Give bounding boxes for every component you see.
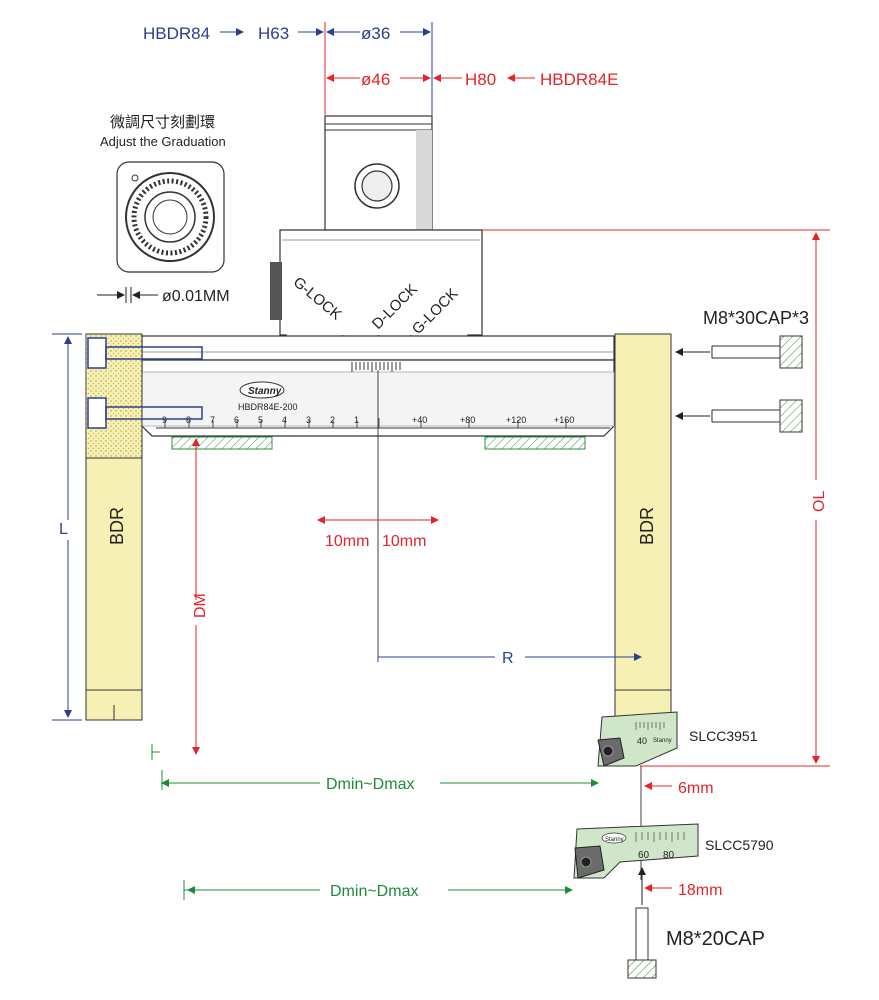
m8-20cap-label: M8*20CAP: [666, 928, 765, 950]
scale-label: 8: [186, 415, 191, 425]
left-bar-label: BDR: [107, 507, 127, 545]
insert-slcc3951: 40 Stanny SLCC3951: [597, 711, 758, 767]
slide-pad: [484, 436, 586, 450]
shank: [324, 115, 433, 231]
m8-30cap-label: M8*30CAP*3: [703, 308, 809, 328]
insert-brand-label: Stanny: [605, 837, 624, 843]
ten-mm-right-label: 10mm: [382, 533, 426, 550]
scale-label: 2: [330, 415, 335, 425]
vernier-marks: [351, 362, 401, 372]
hbdr84e-label: HBDR84E: [540, 70, 618, 89]
scale-label: +120: [506, 415, 526, 425]
eighteen-mm-label: 18mm: [678, 882, 722, 899]
insert-scale-label: 80: [663, 850, 675, 861]
scale-label: +40: [412, 415, 427, 425]
scale-label: 7: [210, 415, 215, 425]
d46-label: ø46: [361, 70, 390, 89]
knurled-cap-icon: [627, 959, 657, 979]
knurled-side-icon: [270, 262, 282, 320]
slide-pad: [171, 436, 273, 450]
ol-dimension: OL: [482, 229, 830, 767]
right-boring-bar: BDR: [614, 333, 672, 721]
six-mm-label: 6mm: [678, 780, 714, 797]
scale-label: 5: [258, 415, 263, 425]
left-boring-bar: BDR L: [52, 333, 203, 721]
hbdr84-label: HBDR84: [143, 24, 210, 43]
center-dimensions: 10mm 10mm R DM Dmin~Dmax: [151, 370, 642, 793]
graduation-title-en: Adjust the Graduation: [100, 134, 226, 149]
screw-slot-icon: [105, 406, 203, 420]
scale-label: 6: [234, 415, 239, 425]
bottom-screw: 18mm M8*20CAP: [627, 867, 765, 979]
screw-slot-icon: [105, 346, 203, 360]
ol-dim-label: OL: [811, 491, 828, 512]
knurled-cap-icon: [779, 335, 803, 369]
ten-mm-left-label: 10mm: [325, 533, 369, 550]
scale-label: 3: [306, 415, 311, 425]
cap-screws-top: M8*30CAP*3: [675, 308, 809, 433]
scale-ticks: [164, 418, 567, 428]
scale-label: 1: [354, 415, 359, 425]
h80-label: H80: [465, 70, 496, 89]
slcc5790-label: SLCC5790: [705, 837, 774, 853]
insert-scale-label: 40: [637, 736, 647, 746]
insert-slcc5790: Stanny 60 80 SLCC5790 Dmin~Dmax: [183, 823, 774, 900]
slcc3951-label: SLCC3951: [689, 728, 758, 744]
scale-label: 4: [282, 415, 287, 425]
d36-label: ø36: [361, 24, 390, 43]
scale-label: 9: [162, 415, 167, 425]
scale-label: +160: [554, 415, 574, 425]
top-dimensions: HBDR84 H63 ø36 ø46 H80 HBDR84E: [143, 22, 618, 115]
graduation-title-cn: 微調尺寸刻劃環: [110, 114, 215, 131]
right-bar-label: BDR: [637, 507, 657, 545]
model-label: HBDR84E-200: [238, 402, 298, 412]
insert-brand-label: Stanny: [653, 738, 672, 744]
brand-label: Stanny: [248, 386, 282, 397]
scale-label: +80: [460, 415, 475, 425]
knurled-cap-icon: [779, 399, 803, 433]
stanny-logo: [239, 381, 285, 399]
insert-scale-label: 60: [638, 850, 650, 861]
precision-label: ø0.01MM: [162, 288, 230, 305]
graduation-dial: 微調尺寸刻劃環 Adjust the Graduation ø0.01MM: [97, 114, 230, 305]
l-dim-label: L: [59, 521, 68, 538]
offset-6mm: 6mm: [640, 766, 714, 880]
dmin-dmax-2-label: Dmin~Dmax: [330, 883, 418, 900]
r-dim-label: R: [502, 650, 514, 667]
dm-dim-label: DM: [192, 593, 209, 618]
h63-label: H63: [258, 24, 289, 43]
dmin-dmax-1-label: Dmin~Dmax: [326, 776, 414, 793]
